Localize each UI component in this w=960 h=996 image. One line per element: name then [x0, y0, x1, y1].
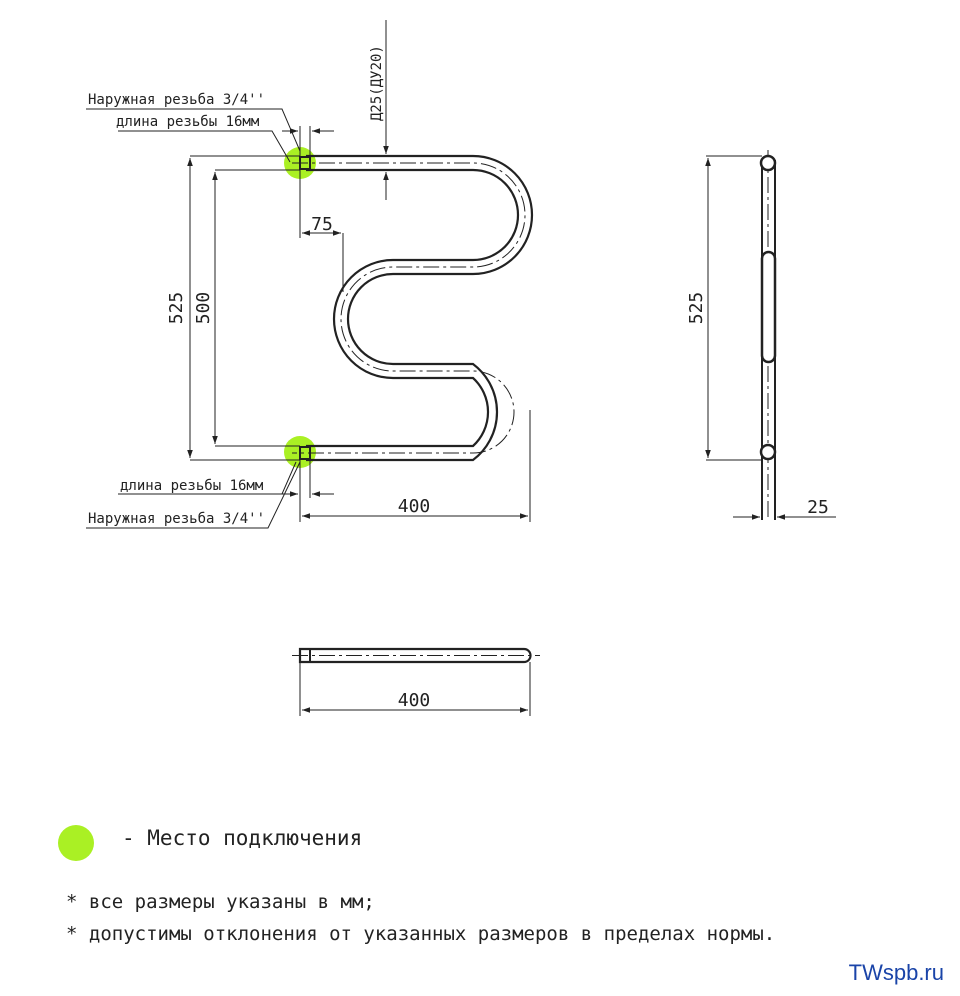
thread-end-top: [299, 156, 311, 170]
thread-end-bottom: [299, 446, 311, 460]
top-view: [292, 647, 540, 716]
brand-link[interactable]: TWspb.ru: [848, 960, 944, 985]
pipe-outline-inner: [306, 168, 520, 448]
note-item: * допустимы отклонения от указанных разм…: [66, 923, 776, 945]
label-thread-bottom: Наружная резьба 3/4'': [88, 511, 265, 527]
label-thread-length-top: длина резьбы 16мм: [116, 114, 260, 130]
notes: * все размеры указаны в мм; * допустимы …: [66, 886, 775, 950]
label-thread-length-bottom: длина резьбы 16мм: [120, 478, 264, 494]
dim-text-400-top: 400: [398, 690, 431, 711]
label-thread-top: Наружная резьба 3/4'': [88, 92, 265, 108]
label-pipe-diameter: Д25(ДУ20): [369, 45, 385, 121]
dim-text-25: 25: [807, 497, 829, 518]
side-view: [705, 150, 836, 520]
pipe-outline-outer: [306, 154, 534, 462]
dim-text-525-side: 525: [686, 292, 707, 325]
note-item: * все размеры указаны в мм;: [66, 891, 375, 913]
connection-point-icon: [58, 825, 94, 861]
dim-text-500: 500: [193, 292, 214, 325]
legend-text: - Место подключения: [122, 826, 363, 850]
front-view: [86, 20, 534, 529]
dim-text-525: 525: [166, 292, 187, 325]
dim-text-400-front: 400: [398, 496, 431, 517]
pipe-centerline: [292, 162, 526, 454]
dim-text-75: 75: [311, 214, 333, 235]
